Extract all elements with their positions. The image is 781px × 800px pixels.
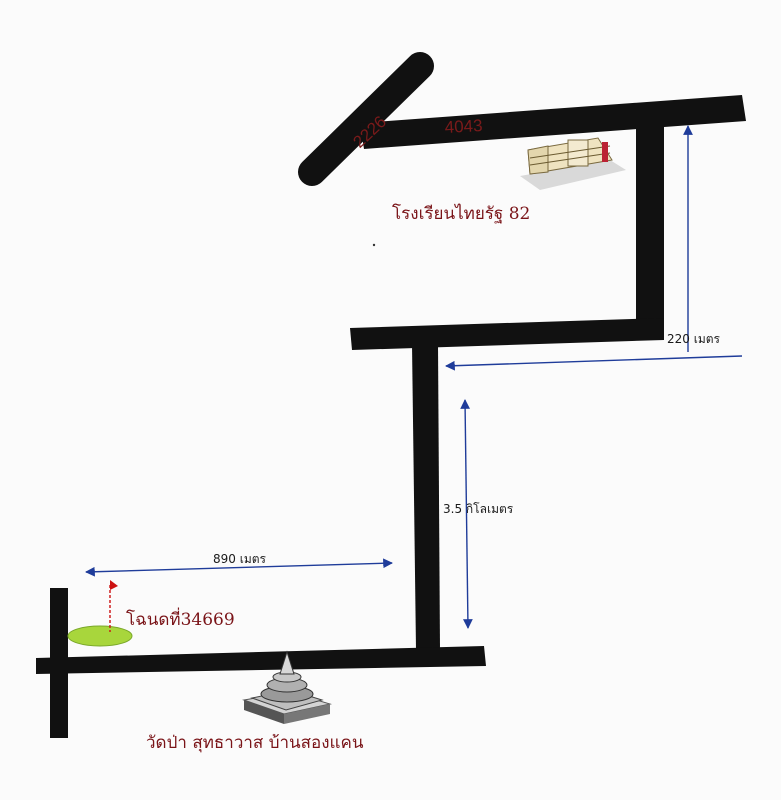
plot-label: โฉนดที่34669 bbox=[126, 607, 235, 630]
distance-label-east: 220 เมตร bbox=[667, 332, 721, 346]
road-4043 bbox=[360, 95, 746, 149]
road-2226 bbox=[298, 52, 434, 186]
arrow-middle-leg bbox=[460, 399, 473, 629]
distance-arrows bbox=[85, 125, 743, 629]
school-label: โรงเรียนไทยรัฐ 82 bbox=[392, 203, 530, 224]
school-building-icon bbox=[520, 137, 626, 190]
road-label-4043: 4043 bbox=[444, 116, 483, 137]
arrow-east-horizontal bbox=[445, 355, 743, 371]
stupa-icon bbox=[242, 650, 332, 724]
road-south bbox=[36, 646, 486, 674]
map-speck bbox=[372, 243, 376, 247]
road-middle-crossing bbox=[350, 318, 664, 350]
distance-label-south: 890 เมตร bbox=[213, 552, 267, 566]
road-north-south-east bbox=[636, 110, 664, 332]
temple-label: วัดป่า สุทธาวาส บ้านสองแคน bbox=[146, 733, 364, 753]
arrow-south-leg bbox=[85, 558, 393, 577]
road-west-vertical bbox=[50, 588, 68, 738]
road-network bbox=[36, 52, 746, 738]
flag-on-field-icon bbox=[67, 580, 133, 647]
distance-label-middle: 3.5 กิโลเมตร bbox=[443, 502, 514, 516]
road-north-south-middle bbox=[412, 344, 440, 650]
